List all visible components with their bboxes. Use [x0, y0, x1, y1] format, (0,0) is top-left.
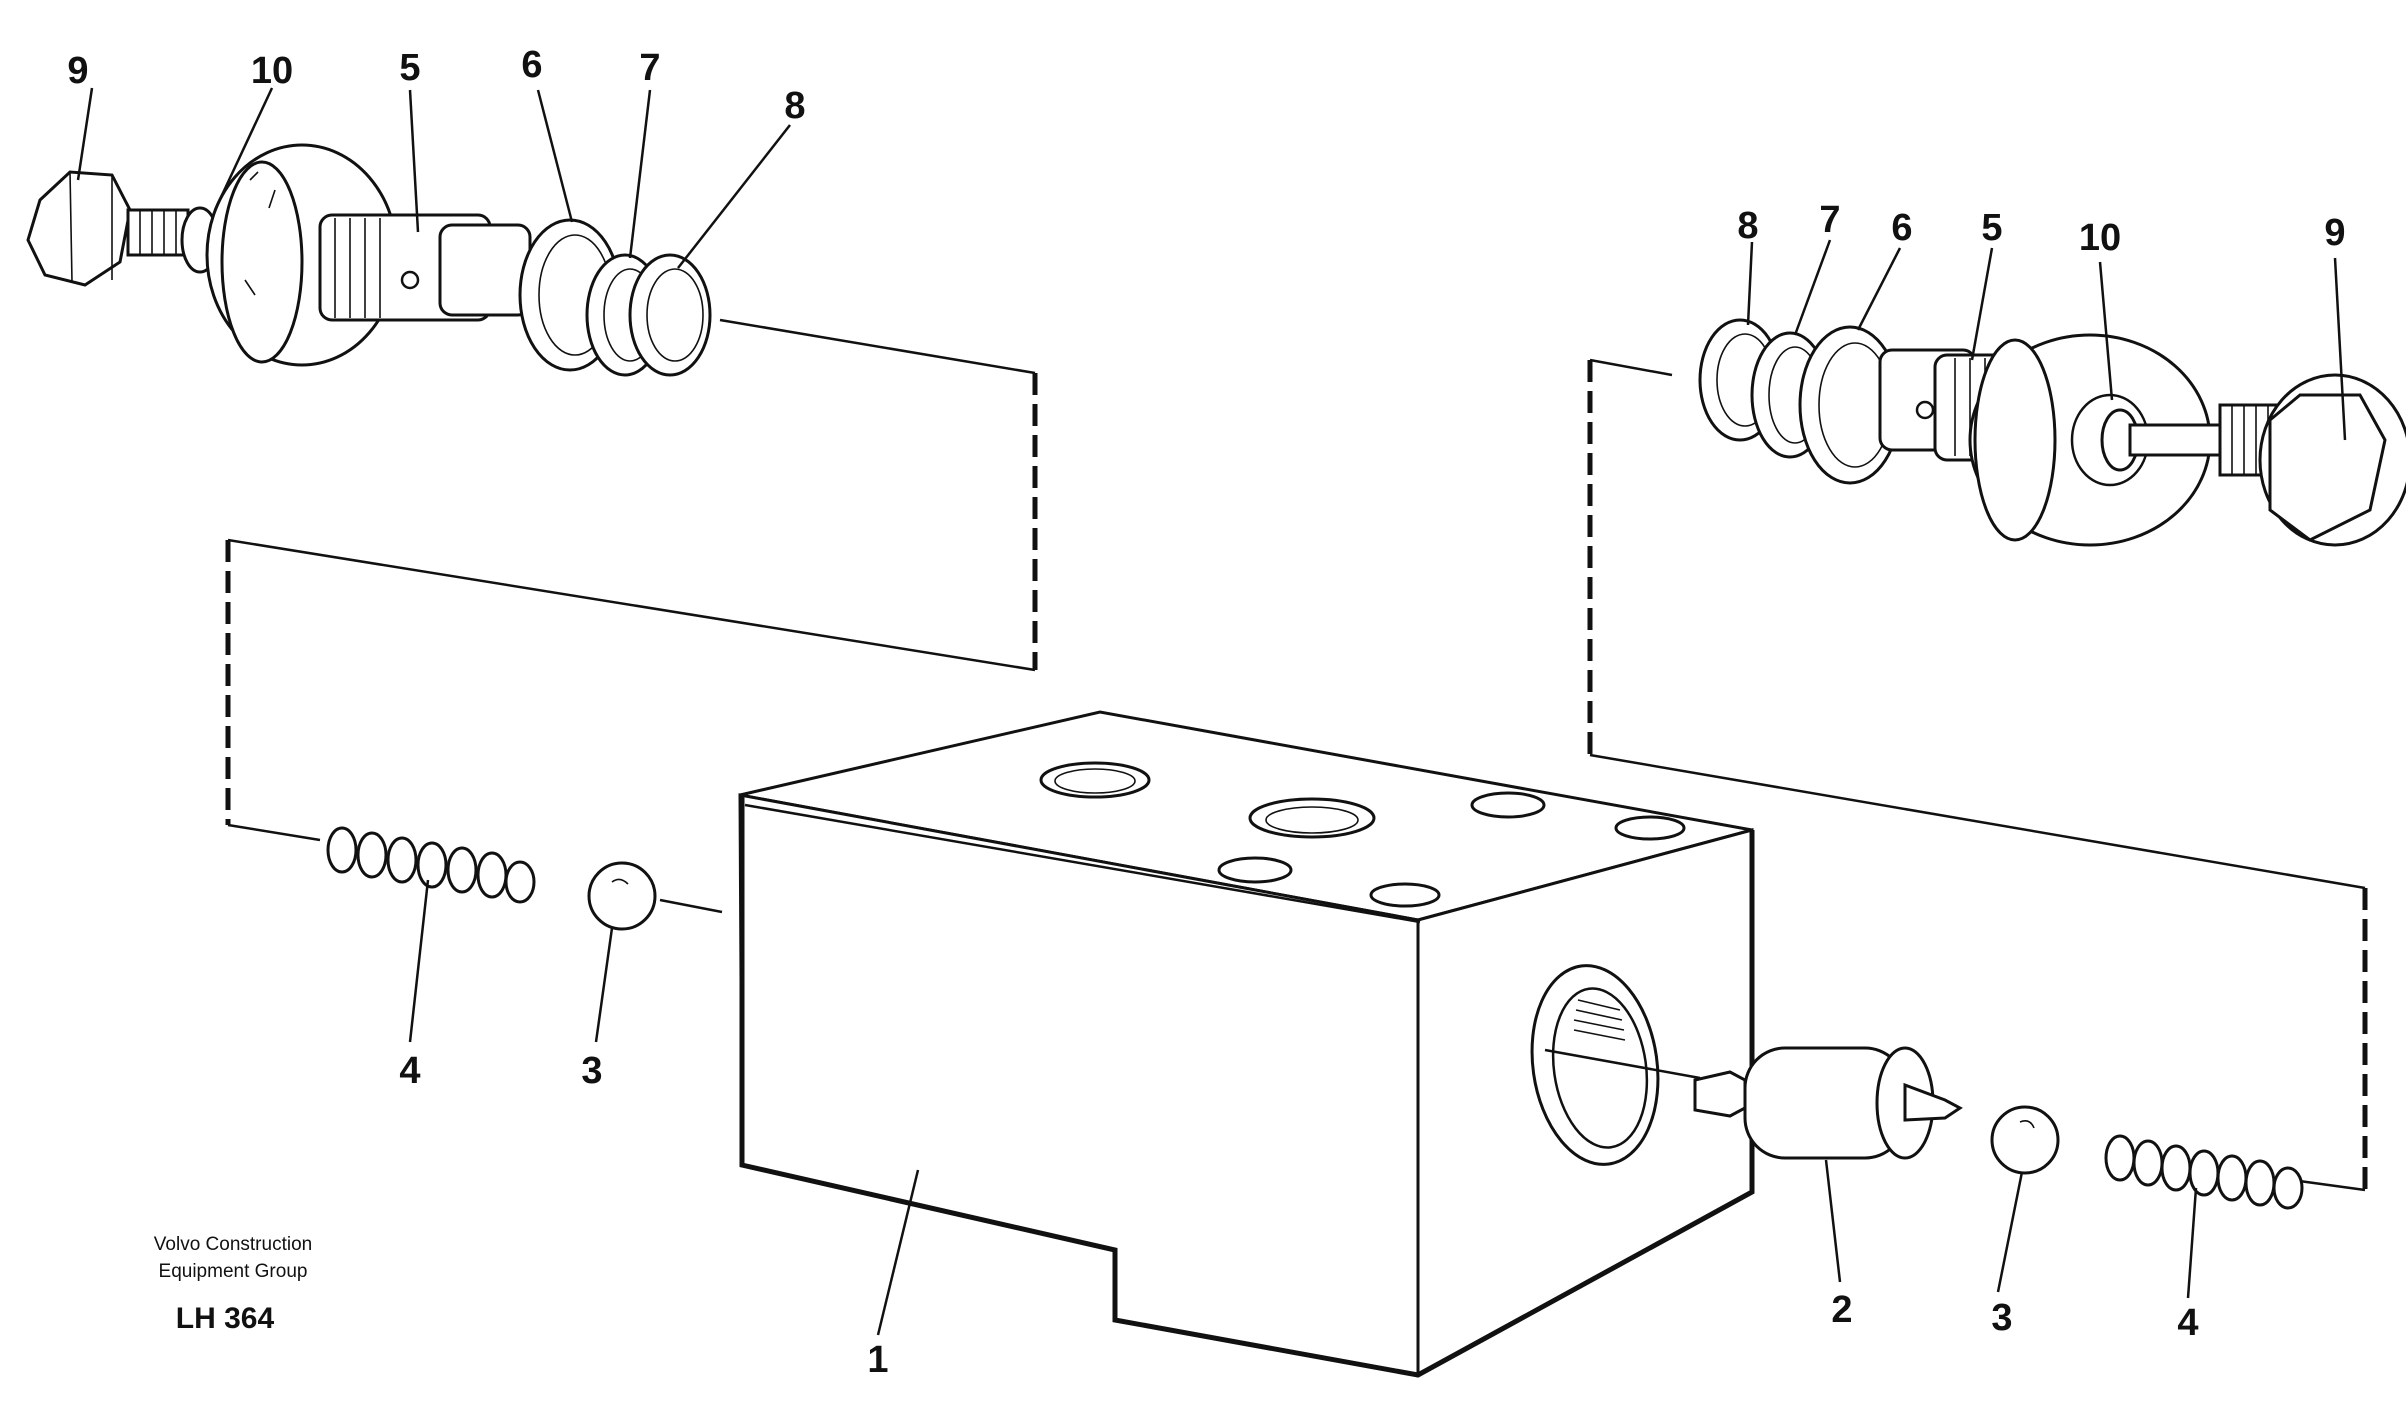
- label-right-5: 5: [1981, 207, 2002, 249]
- right-valve-hex-body: [1968, 333, 2212, 547]
- right-dashed-boundary: [1587, 358, 2368, 1192]
- right-relief-valve-assembly: [1698, 318, 2406, 547]
- left-hex-plug: [26, 170, 190, 287]
- label-right-7: 7: [1819, 199, 1840, 241]
- left-retaining-ring: [628, 253, 712, 377]
- right-piston: [1693, 1046, 1963, 1160]
- label-left-7: 7: [639, 47, 660, 89]
- callout-labels: 9 10 5 6 7 8 8 7 6 5 10 9 4 3 1 2 3 4: [67, 44, 2345, 1381]
- right-spring: [2104, 1134, 2304, 1210]
- left-valve-spool: [318, 213, 532, 322]
- label-right-8: 8: [1737, 205, 1758, 247]
- credit-line-2: Equipment Group: [159, 1261, 308, 1282]
- left-spring: [326, 826, 536, 904]
- publisher-credit: Volvo Construction Equipment Group LH 36…: [154, 1234, 312, 1335]
- label-left-8: 8: [784, 85, 805, 127]
- label-right-6: 6: [1891, 207, 1912, 249]
- leader-lines: [76, 87, 2347, 1336]
- label-block-1: 1: [867, 1339, 888, 1381]
- label-left-6: 6: [521, 44, 542, 86]
- left-check-ball: [587, 861, 657, 931]
- label-piston-2: 2: [1831, 1289, 1852, 1331]
- label-left-10: 10: [251, 50, 293, 92]
- label-left-3: 3: [581, 1050, 602, 1092]
- label-right-10: 10: [2079, 217, 2121, 259]
- left-dashed-boundary: [225, 318, 1038, 914]
- credit-line-1: Volvo Construction: [154, 1234, 312, 1255]
- label-right-9: 9: [2324, 212, 2345, 254]
- valve-block: [738, 710, 1755, 1378]
- label-right-3: 3: [1991, 1297, 2012, 1339]
- label-left-4: 4: [399, 1050, 420, 1092]
- label-left-9: 9: [67, 50, 88, 92]
- left-relief-valve-assembly: [26, 143, 712, 377]
- drawing-code: LH 364: [176, 1302, 275, 1335]
- label-left-5: 5: [399, 47, 420, 89]
- right-hex-plug: [2128, 373, 2406, 547]
- label-right-4: 4: [2177, 1302, 2198, 1344]
- right-check-ball: [1990, 1105, 2060, 1175]
